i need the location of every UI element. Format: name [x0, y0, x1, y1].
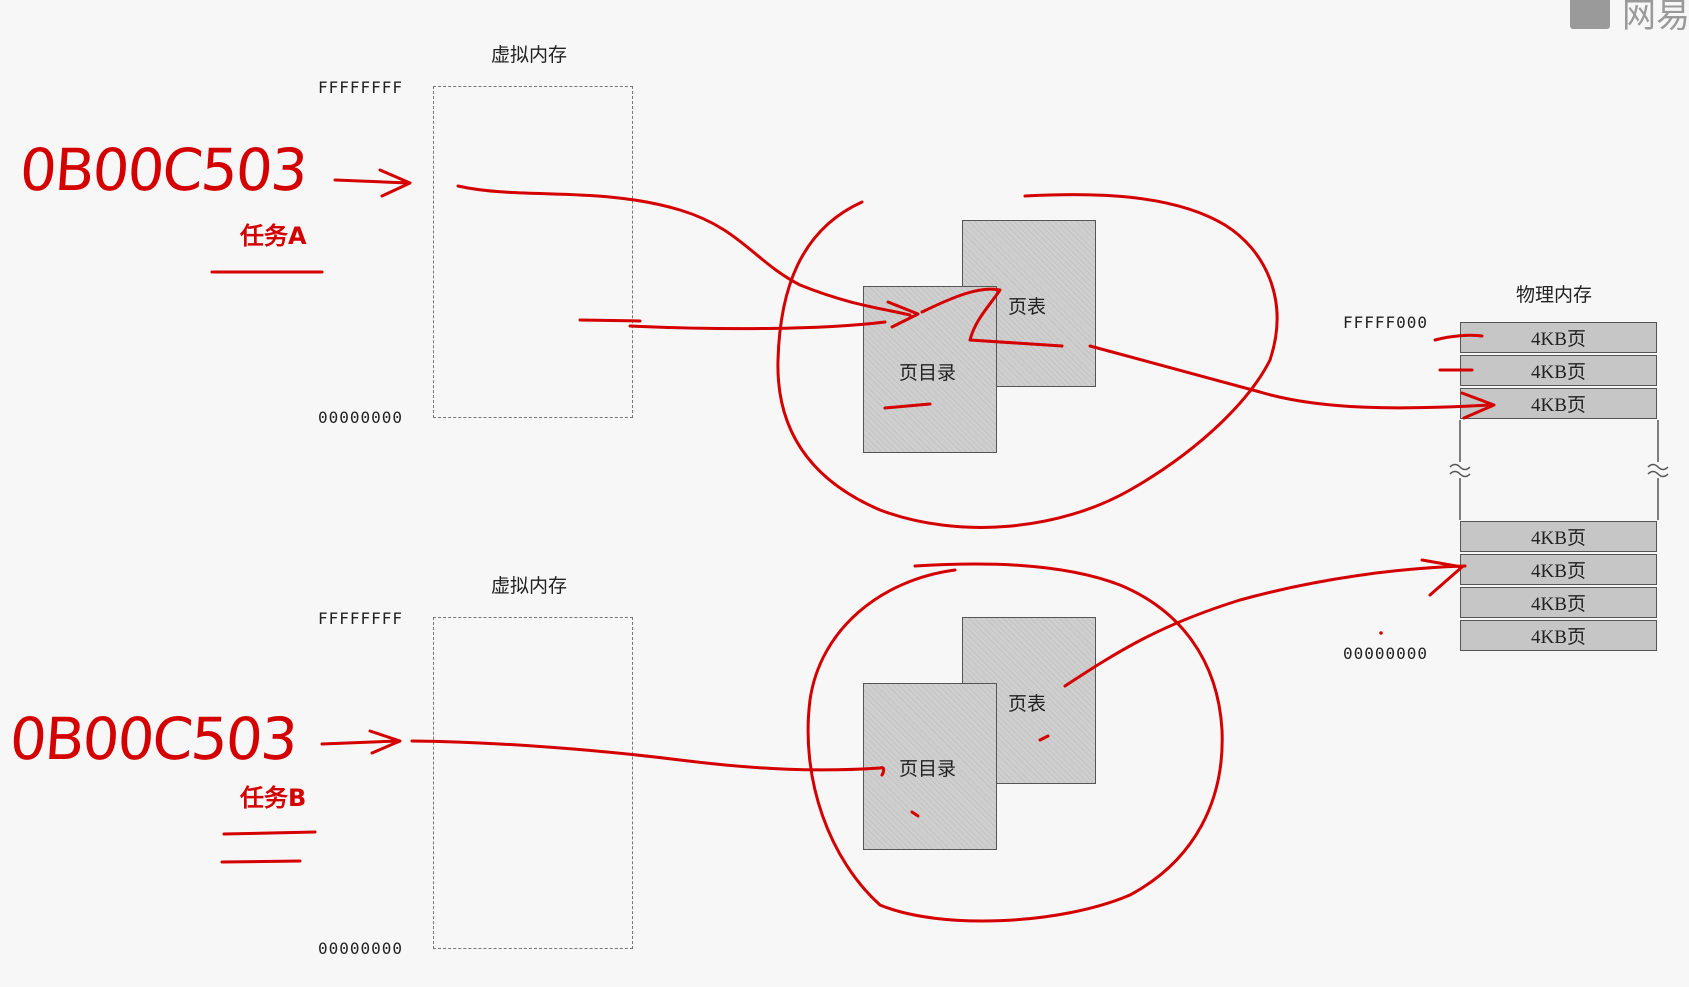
bottom-vm-addr-high: FFFFFFFF [318, 609, 404, 628]
top-directory-to-table [920, 287, 1064, 348]
physical-page: 4KB页 [1460, 587, 1657, 618]
physical-addr-high: FFFFF000 [1343, 313, 1429, 332]
top-flow-to-directory [456, 184, 912, 317]
bottom-table-to-physical [1063, 564, 1467, 688]
task-b-label: 任务B [240, 784, 307, 812]
top-directory-mark [883, 402, 932, 410]
bottom-directory-mark [910, 810, 920, 818]
physical-page: 4KB页 [1460, 620, 1657, 651]
top-physical-arrowhead [1460, 391, 1496, 420]
top-page-table-label: 页表 [1008, 296, 1047, 318]
top-page-directory [863, 286, 997, 453]
physical-memory-gap [1448, 420, 1672, 520]
physical-memory-title: 物理内存 [1516, 284, 1593, 306]
bottom-page-structure-circle [806, 562, 1224, 923]
task-b-underline-2 [220, 859, 302, 864]
top-page-directory-label: 页目录 [899, 362, 957, 384]
bottom-page-directory [863, 683, 997, 850]
logo-icon [1570, 0, 1610, 29]
bottom-address-arrow [320, 729, 402, 755]
top-vm-addr-low: 00000000 [318, 408, 404, 427]
top-virtual-memory-title: 虚拟内存 [491, 44, 568, 66]
physical-page: 4KB页 [1460, 554, 1657, 585]
top-page-structure-circle [776, 193, 1279, 529]
top-directory-arrowhead [886, 300, 920, 329]
task-b-underline-1 [222, 830, 317, 836]
watermark-text: 网易 [1622, 0, 1689, 36]
top-offset-line [578, 318, 887, 331]
top-vm-addr-high: FFFFFFFF [318, 78, 404, 97]
top-virtual-memory-box [433, 86, 633, 418]
bottom-flow-to-directory [410, 739, 886, 777]
physical-page: 4KB页 [1460, 521, 1657, 552]
bottom-physical-arrowhead [1420, 558, 1464, 597]
bottom-vm-addr-low: 00000000 [318, 939, 404, 958]
physical-addr-low: 00000000 [1343, 644, 1429, 663]
watermark-logo: 网易 [1570, 0, 1689, 37]
physical-bottom-dot [1379, 631, 1383, 635]
bottom-page-directory-label: 页目录 [899, 758, 957, 780]
task-a-label: 任务A [240, 222, 307, 250]
physical-top-mark-1 [1433, 333, 1484, 342]
physical-page: 4KB页 [1460, 322, 1657, 353]
bottom-virtual-memory-title: 虚拟内存 [491, 575, 568, 597]
top-address-arrow [333, 168, 412, 198]
top-table-to-physical [1088, 344, 1492, 410]
bottom-virtual-memory-box [433, 617, 633, 949]
physical-page: 4KB页 [1460, 355, 1657, 386]
bottom-table-mark [1038, 734, 1050, 742]
bottom-page-table-label: 页表 [1008, 693, 1047, 715]
